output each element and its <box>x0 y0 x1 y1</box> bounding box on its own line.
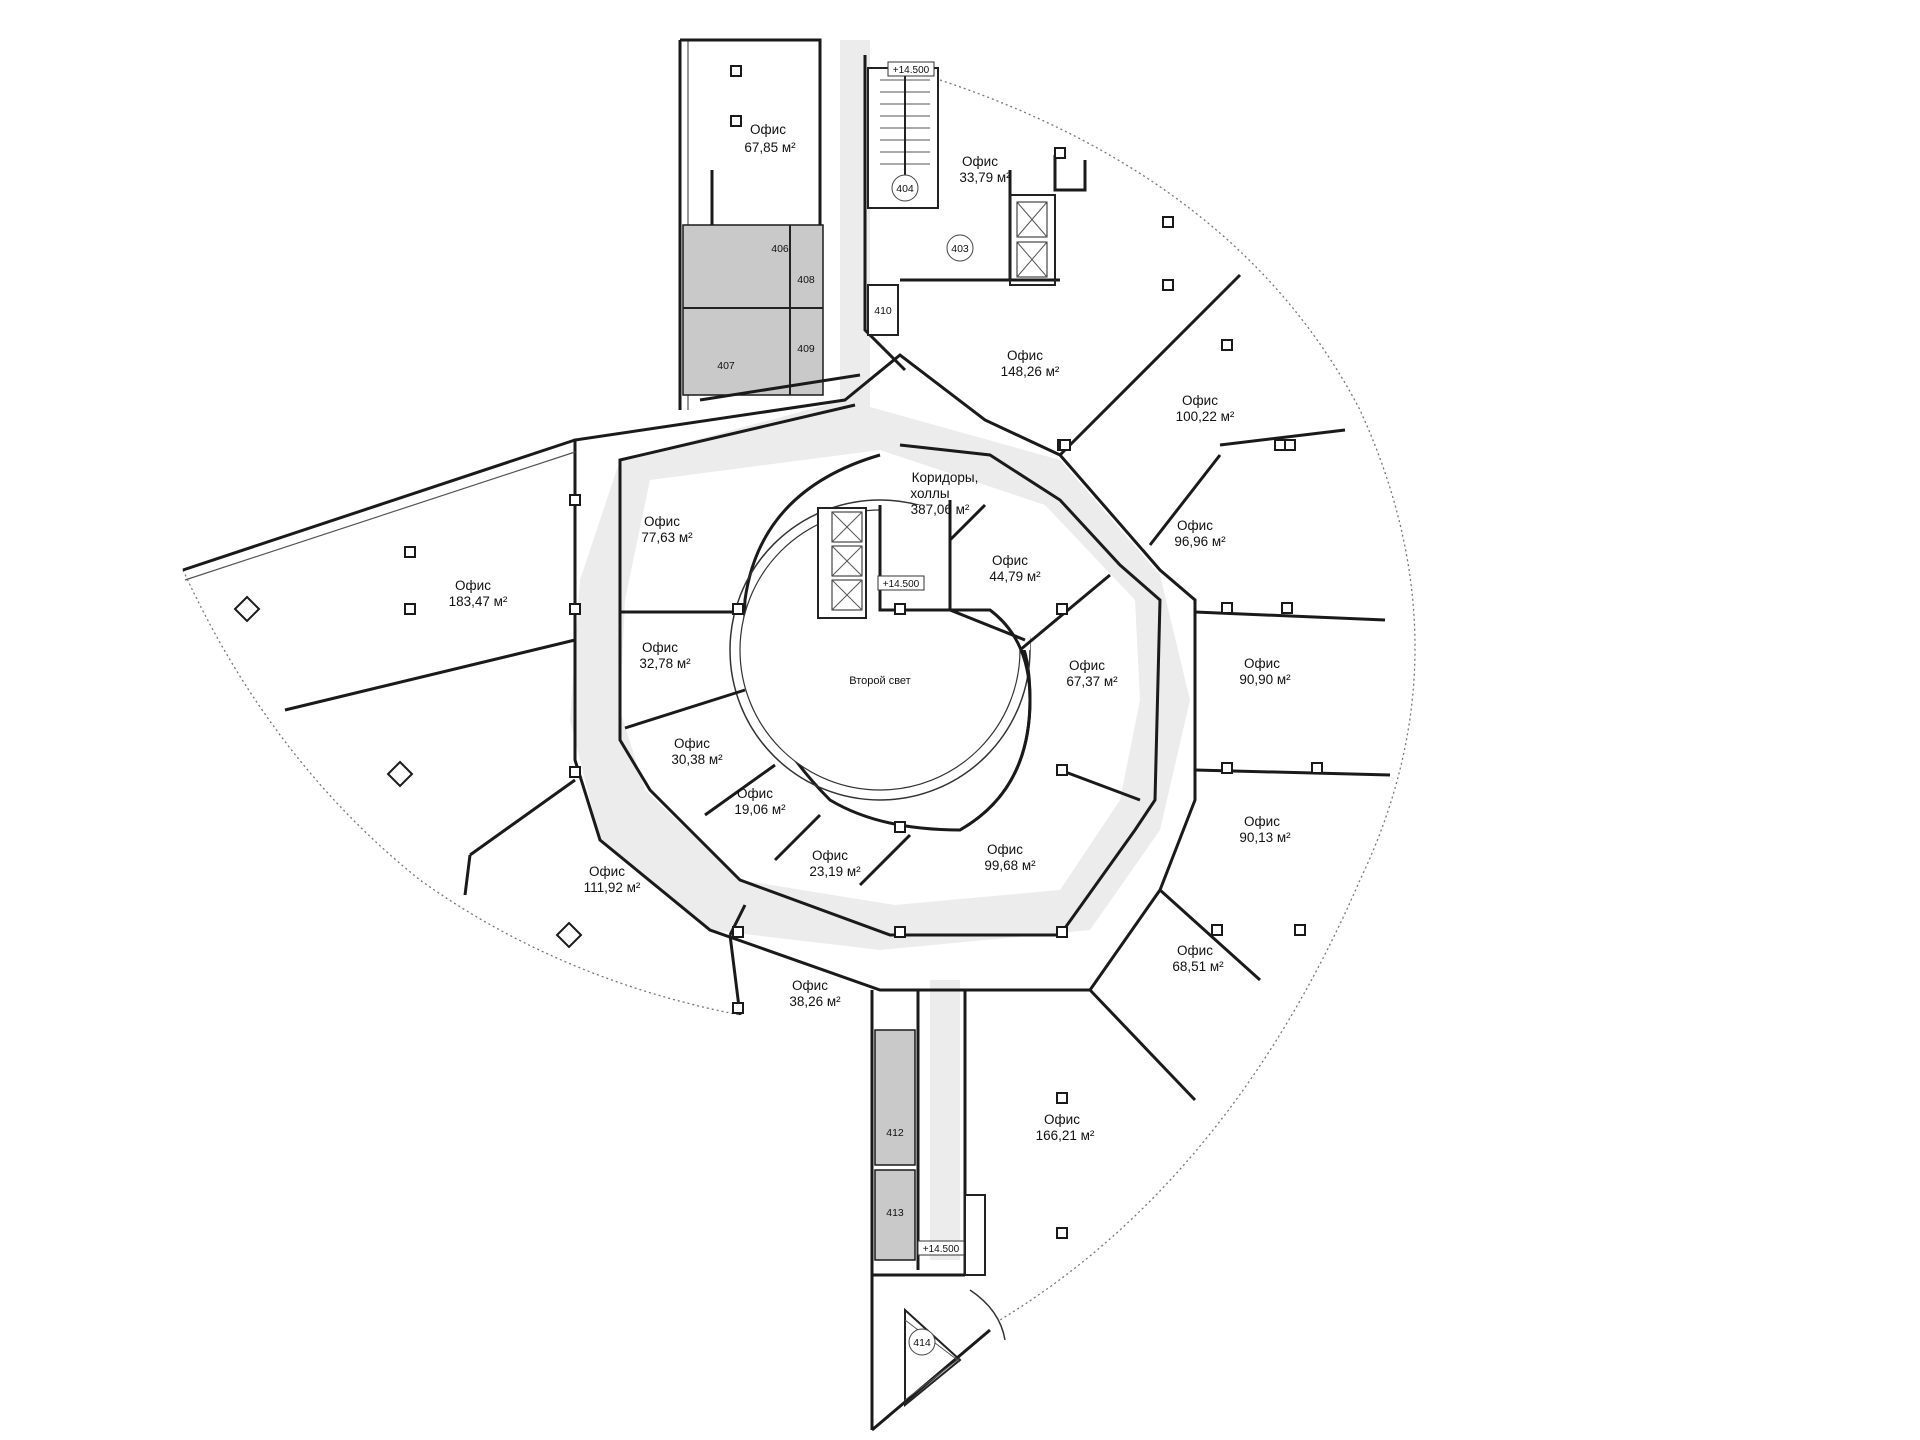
svg-text:166,21 м²: 166,21 м² <box>1036 1128 1095 1143</box>
svg-text:Офис: Офис <box>1244 656 1280 671</box>
svg-text:90,13 м²: 90,13 м² <box>1239 830 1291 845</box>
svg-text:100,22 м²: 100,22 м² <box>1176 409 1235 424</box>
svg-text:Офис: Офис <box>812 848 848 863</box>
svg-text:409: 409 <box>797 343 815 355</box>
svg-text:Офис: Офис <box>1007 348 1043 363</box>
inner-partitions <box>620 500 1141 887</box>
outer-facade-curve <box>182 569 741 1016</box>
svg-text:67,37 м²: 67,37 м² <box>1066 674 1118 689</box>
svg-text:30,38 м²: 30,38 м² <box>671 752 723 767</box>
svg-text:Офис: Офис <box>1069 658 1105 673</box>
level-marks: +14.500 +14.500 +14.500 <box>877 61 965 1256</box>
svg-text:38,26 м²: 38,26 м² <box>789 994 841 1009</box>
svg-text:Офис: Офис <box>1177 518 1213 533</box>
office-area: 67,85 м² <box>744 140 796 155</box>
svg-text:99,68 м²: 99,68 м² <box>984 858 1036 873</box>
svg-text:406: 406 <box>771 243 789 255</box>
svg-text:+14.500: +14.500 <box>883 579 920 590</box>
svg-text:404: 404 <box>896 183 914 195</box>
radial-partitions <box>182 273 1391 1102</box>
office-labels: Офис 67,85 м² Офис 33,79 м² Офис 148,26 … <box>449 122 1292 1143</box>
svg-text:23,19 м²: 23,19 м² <box>809 864 861 879</box>
svg-text:68,51 м²: 68,51 м² <box>1172 959 1224 974</box>
svg-text:Офис: Офис <box>1244 814 1280 829</box>
svg-text:+14.500: +14.500 <box>923 1244 960 1255</box>
room-numbers: 404 403 406 408 407 409 410 412 413 414 <box>717 174 974 1356</box>
svg-text:Офис: Офис <box>737 786 773 801</box>
octagon-inner-wall <box>618 403 1162 937</box>
svg-text:Офис: Офис <box>987 842 1023 857</box>
svg-text:Офис: Офис <box>455 578 491 593</box>
svg-text:408: 408 <box>797 274 815 286</box>
svg-text:407: 407 <box>717 360 735 372</box>
svg-text:Офис: Офис <box>642 640 678 655</box>
south-corridor <box>930 980 960 1260</box>
svg-text:19,06 м²: 19,06 м² <box>734 802 786 817</box>
svg-text:410: 410 <box>874 305 892 317</box>
svg-text:183,47 м²: 183,47 м² <box>449 594 508 609</box>
svg-text:96,96 м²: 96,96 м² <box>1174 534 1226 549</box>
svg-text:Офис: Офис <box>992 553 1028 568</box>
nw-block <box>678 38 861 410</box>
central-elevators <box>817 507 867 619</box>
ne-wing <box>863 55 1087 372</box>
svg-text:Офис: Офис <box>962 154 998 169</box>
svg-text:32,78 м²: 32,78 м² <box>639 656 691 671</box>
svg-text:90,90 м²: 90,90 м² <box>1239 672 1291 687</box>
void-cutout-edge <box>878 505 1032 832</box>
svg-text:+14.500: +14.500 <box>893 65 930 76</box>
svg-text:Офис: Офис <box>1182 393 1218 408</box>
svg-text:403: 403 <box>951 243 969 255</box>
svg-text:413: 413 <box>886 1207 904 1219</box>
svg-text:Офис: Офис <box>589 864 625 879</box>
south-block <box>870 990 1006 1432</box>
svg-text:77,63 м²: 77,63 м² <box>641 530 693 545</box>
svg-text:414: 414 <box>913 1337 931 1349</box>
svg-text:Офис: Офис <box>792 978 828 993</box>
columns <box>233 65 1323 1239</box>
svg-text:Офис: Офис <box>1177 943 1213 958</box>
svg-text:Офис: Офис <box>1044 1112 1080 1127</box>
office-name: Офис <box>750 122 786 137</box>
room-410-box <box>867 284 899 336</box>
svg-text:Офис: Офис <box>644 514 680 529</box>
svg-text:148,26 м²: 148,26 м² <box>1001 364 1060 379</box>
svg-text:44,79 м²: 44,79 м² <box>989 569 1041 584</box>
svg-text:412: 412 <box>886 1127 904 1139</box>
corridors-label-1: Коридоры, <box>912 470 979 485</box>
corridors-area: 387,06 м² <box>911 502 970 517</box>
svg-text:33,79 м²: 33,79 м² <box>959 170 1011 185</box>
corridors-label-2: холлы <box>910 486 949 501</box>
svg-text:Офис: Офис <box>674 736 710 751</box>
void-label: Второй свет <box>849 675 910 687</box>
svg-text:111,92 м²: 111,92 м² <box>584 880 641 895</box>
